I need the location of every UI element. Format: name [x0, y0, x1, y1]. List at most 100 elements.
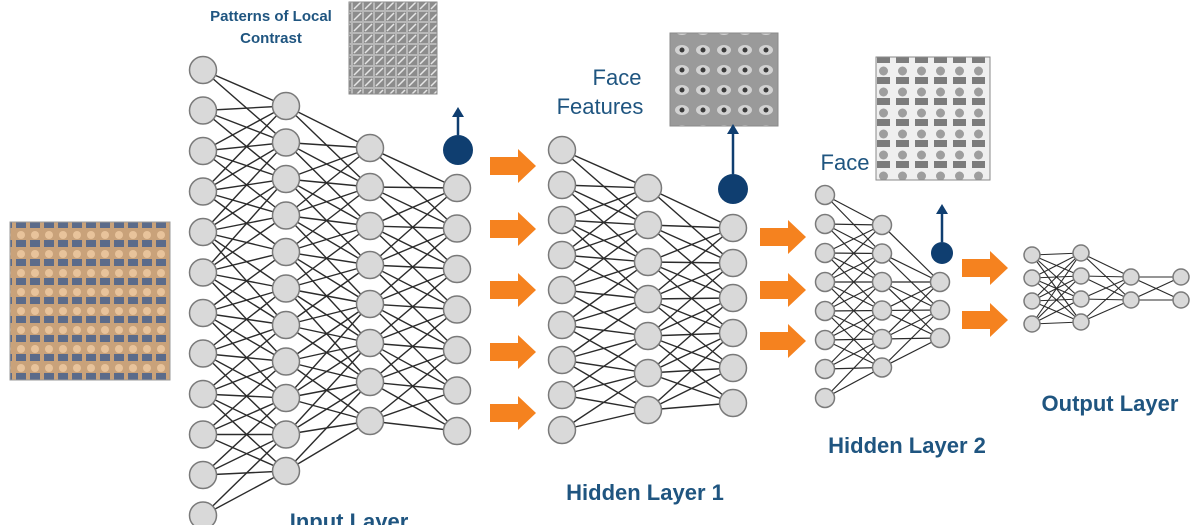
hidden-layer-1-edge [561, 184, 649, 263]
hidden-layer-1-edge [647, 298, 734, 334]
input-layer-node-6 [442, 376, 472, 405]
input-layer-edge [285, 178, 371, 266]
hidden-layer-1-edge [561, 184, 649, 226]
input-layer-edge [202, 393, 287, 436]
hidden-layer-1-node-4 [633, 284, 663, 314]
hidden-layer-2-node-2 [814, 213, 836, 235]
input-layer-edge [202, 231, 287, 326]
local-contrast-image [348, 1, 438, 95]
input-layer-edge [369, 389, 458, 422]
input-layer-node-11 [188, 460, 218, 490]
hidden-layer-2-node-4 [814, 271, 836, 293]
hidden-layer-2-node-4 [871, 300, 893, 321]
hidden-layer-1-edge [561, 224, 649, 256]
input-layer-edge [202, 109, 287, 180]
output-layer-node-3 [1072, 290, 1090, 308]
hidden-layer-1-edge [561, 324, 649, 337]
input-layer-edge [285, 324, 371, 383]
input-layer-edge [369, 227, 458, 305]
hidden-layer-2-node-1 [871, 214, 893, 236]
input-to-hidden1-arrow-1 [490, 149, 536, 183]
hidden-layer-2-edge [824, 281, 883, 341]
hidden-layer-1-edge [561, 298, 649, 361]
hidden-layer-2-edge [881, 309, 941, 368]
hidden-layer-1-edge [561, 298, 649, 326]
input-layer-node-9 [271, 383, 301, 413]
input-layer-edge [285, 342, 371, 363]
input-layer-edge [202, 142, 287, 233]
hidden-layer-2-node-6 [814, 329, 836, 351]
input-layer-node-9 [188, 379, 218, 409]
input-layer-node-3 [442, 254, 472, 284]
input-layer-edge [285, 342, 371, 399]
output-layer-edge [1031, 298, 1082, 325]
hidden-layer-2-node-5 [814, 300, 836, 322]
input-layer-edge [285, 397, 371, 422]
input-layer-edge [202, 287, 287, 314]
flow-arrows [490, 149, 1008, 430]
input-layer-up-arrow-head [452, 107, 464, 117]
output-layer-label: Output Layer [1042, 391, 1179, 416]
input-layer-node-5 [271, 237, 301, 267]
input-layer-edge [285, 225, 371, 253]
input-layer-edge [202, 360, 287, 395]
hidden-layer-1-node-6 [718, 388, 748, 418]
hidden-layer-1-edge [561, 149, 649, 226]
input-layer-node-10 [271, 420, 301, 449]
local-contrast-label-line2: Contrast [240, 30, 302, 47]
input-to-hidden1-arrow-2 [490, 212, 536, 246]
input-layer-edge [285, 186, 371, 217]
input-layer-edge [202, 105, 287, 192]
hidden-layer-1-highlight-node [718, 174, 748, 204]
hidden-layer-1-edge [647, 227, 734, 263]
hidden-layer-2-edge [824, 366, 883, 399]
input-layer-label: Input Layer [290, 509, 409, 525]
input-layer-node-1 [442, 173, 472, 203]
hidden-layer-1-edge [647, 262, 734, 300]
input-layer-edge [369, 349, 458, 422]
input-layer-edge [202, 433, 287, 517]
hidden-layer-2-node-8 [814, 387, 836, 409]
input-layer-node-1 [355, 133, 385, 163]
input-layer-edge [202, 214, 287, 274]
hidden-layer-1-edge [561, 261, 649, 326]
output-layer-node-2 [1122, 291, 1140, 309]
hidden-layer-1-edge [561, 324, 649, 374]
hidden-layer-2-edge [824, 338, 883, 370]
hidden-layer-1-edge [561, 254, 649, 263]
hidden-layer-1-edge [561, 224, 649, 291]
input-layer-edge [285, 303, 371, 326]
output-layer-node-1 [1072, 244, 1090, 262]
input-layer-edge [202, 397, 287, 436]
output-layer-edge [1080, 252, 1132, 278]
local-contrast-label-line1: Patterns of Local [210, 8, 332, 25]
hidden-layer-2-edge [881, 337, 941, 369]
hidden-layer-1-node-3 [633, 247, 663, 277]
feature-output-markers [443, 107, 953, 264]
input-layer-edge [369, 187, 458, 266]
input-layer-edge [285, 324, 371, 344]
hidden-layer-2-node-2 [929, 299, 951, 321]
hidden1-to-hidden2-arrow-1 [760, 220, 806, 254]
input-layer-edge [285, 287, 371, 344]
hidden-layer-1-edge [561, 219, 649, 300]
input-layer-edge [202, 105, 287, 152]
hidden-layer-2-edge [824, 338, 883, 399]
input-layer-edge [369, 420, 458, 432]
input-layer-edge [285, 142, 371, 227]
hidden-layer-1-edge [561, 184, 649, 189]
hidden-layer-1-node-1 [633, 173, 663, 203]
input-layer-edge [369, 342, 458, 432]
hidden-layer-1-edge [647, 335, 734, 369]
input-layer-node-2 [442, 214, 472, 243]
input-layer-edge [202, 397, 287, 476]
hidden-layer-1-edge [561, 335, 649, 361]
hidden-layer-2-edge [881, 309, 941, 340]
input-layer-edge [202, 312, 287, 363]
hidden-layer-1-edge [561, 359, 649, 411]
face-features-label-line1: Face [593, 65, 642, 90]
input-layer-edge [369, 268, 458, 344]
input-layer-node-4 [271, 201, 301, 230]
hidden-layer-1-edge [647, 372, 734, 404]
